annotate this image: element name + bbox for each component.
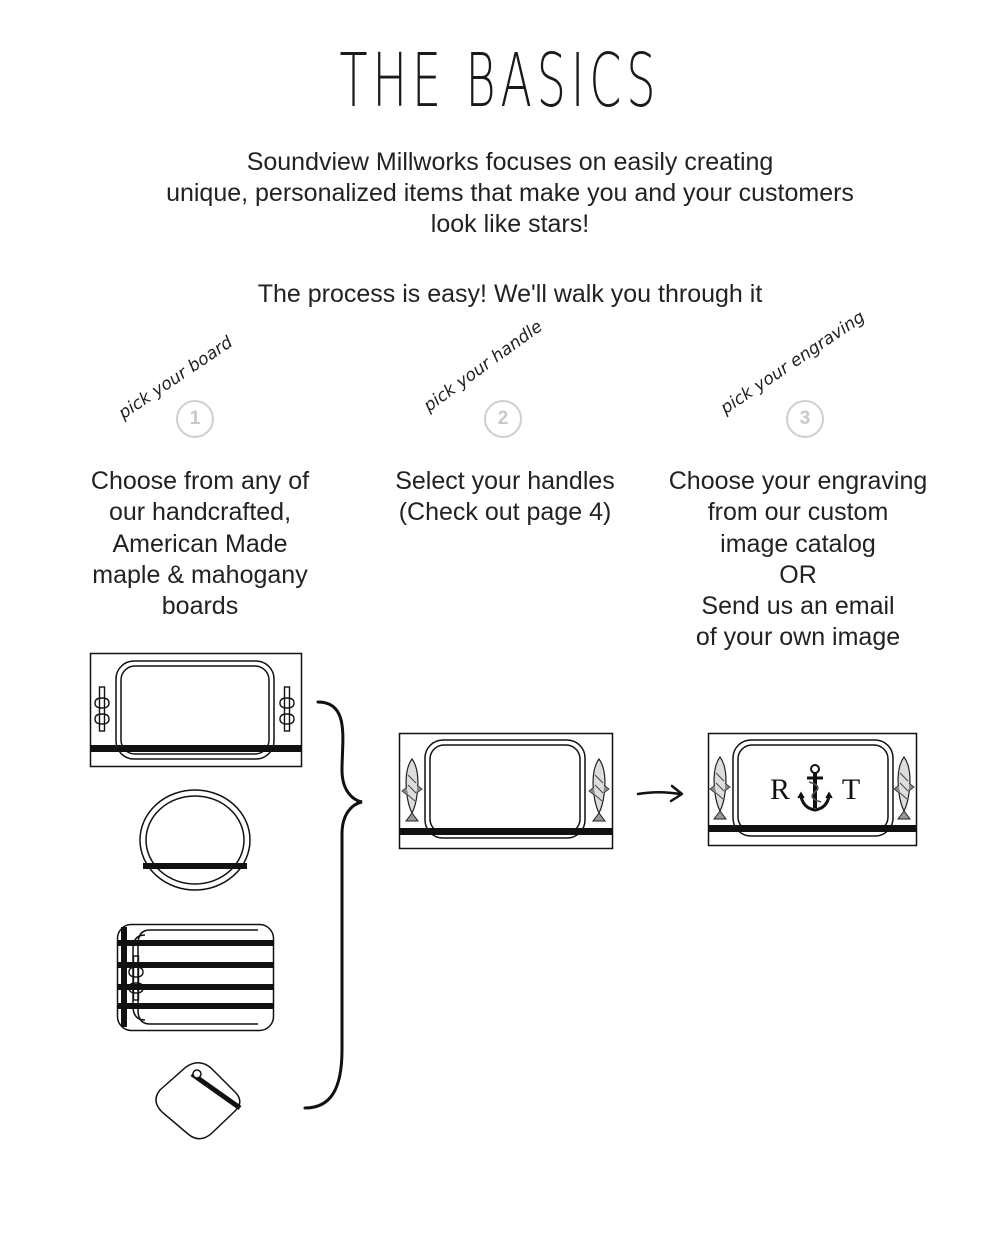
page-title: THE BASICS (339, 38, 661, 124)
description-line: Send us an email (701, 592, 895, 621)
handle-preview-tray (398, 732, 614, 850)
intro-paragraph: Soundview Millworks focuses on easily cr… (120, 147, 900, 240)
engraving-preview-tray: R T (707, 732, 918, 847)
grouping-brace (303, 700, 363, 1110)
board-option-small-square (155, 1062, 242, 1140)
step-number-badge: 1 (176, 400, 214, 438)
intro-line: unique, personalized items that make you… (166, 179, 854, 207)
board-option-striped-tray (116, 923, 275, 1032)
step-description: Choose from any of our handcrafted, Amer… (60, 466, 340, 622)
intro-line: Soundview Millworks focuses on easily cr… (246, 148, 774, 176)
description-line: boards (161, 592, 239, 621)
step-number-badge: 2 (484, 400, 522, 438)
description-line: American Made (112, 529, 288, 558)
board-option-round (139, 789, 251, 891)
description-line: maple & mahogany (92, 560, 308, 589)
description-line: Select your handles (395, 467, 615, 495)
description-line: OR (779, 560, 817, 589)
description-line: our handcrafted, (108, 498, 292, 527)
board-option-rectangle-tray (89, 652, 303, 768)
anchor-icon (797, 764, 833, 812)
description-line: (Check out page 4) (398, 498, 612, 527)
monogram-letter-left: R (770, 773, 790, 806)
intro-line: look like stars! (430, 210, 590, 238)
process-line: The process is easy! We'll walk you thro… (257, 280, 763, 308)
description-line: of your own image (695, 623, 901, 652)
step-description: Select your handles (Check out page 4) (365, 466, 645, 529)
monogram-letter-right: T (842, 773, 860, 806)
description-line: Choose from any of (90, 467, 310, 495)
description-line: from our custom (707, 498, 889, 527)
description-line: image catalog (720, 529, 876, 558)
arrow-right-icon (636, 784, 684, 803)
description-line: Choose your engraving (668, 467, 928, 495)
step-description: Choose your engraving from our custom im… (648, 466, 948, 654)
step-number-badge: 3 (786, 400, 824, 438)
